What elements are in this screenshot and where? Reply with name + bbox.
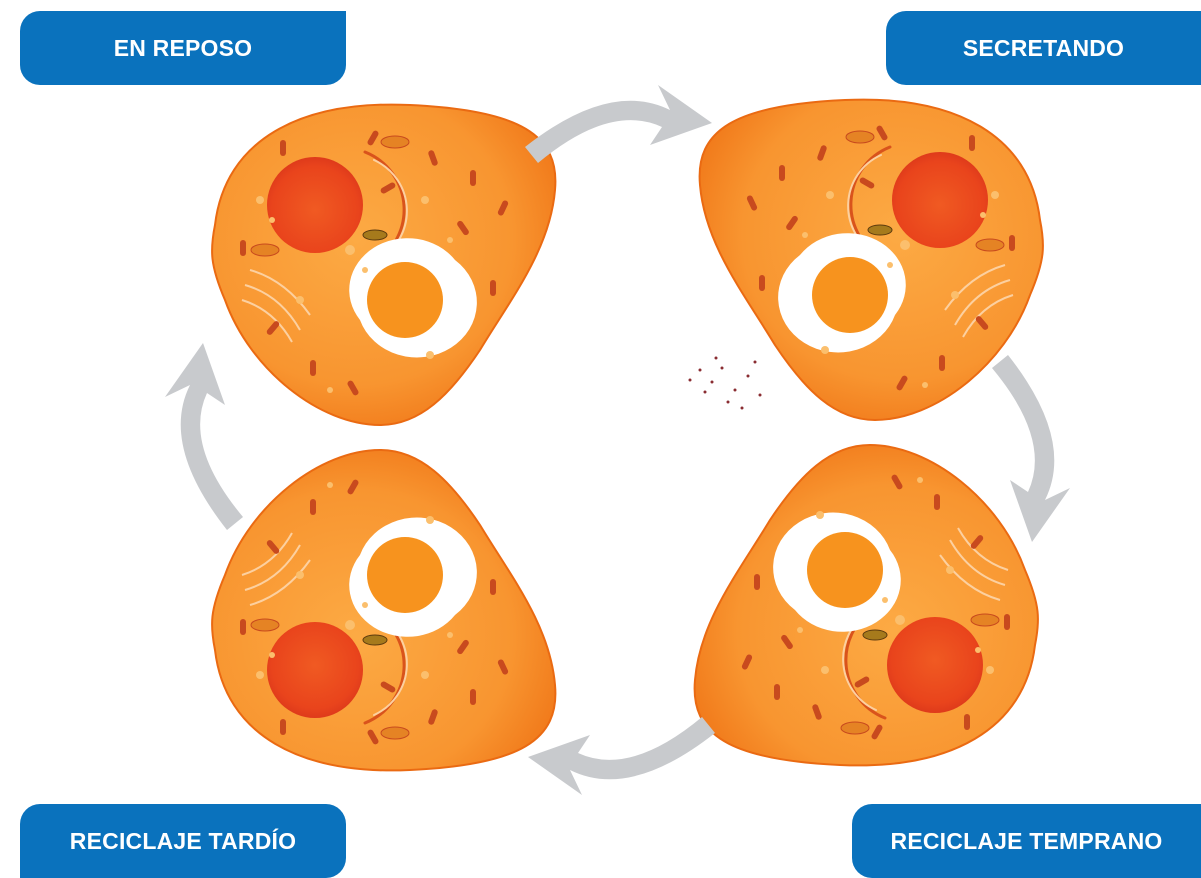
secretory-granules xyxy=(689,357,762,410)
cell-resting xyxy=(212,105,555,425)
label-en-reposo: EN REPOSO xyxy=(20,11,346,85)
arrow-early-recycling-to-late-recycling xyxy=(528,717,715,795)
arrow-late-recycling-to-resting xyxy=(165,343,243,530)
cell-secreting xyxy=(689,100,1043,420)
label-reciclaje-tardio: RECICLAJE TARDÍO xyxy=(20,804,346,878)
cell-late-recycling xyxy=(212,450,555,770)
arrow-resting-to-secreting xyxy=(525,85,712,163)
cell-early-recycling xyxy=(695,445,1038,765)
label-secretando: SECRETANDO xyxy=(886,11,1201,85)
arrow-secreting-to-early-recycling xyxy=(992,355,1070,542)
label-reciclaje-temprano: RECICLAJE TEMPRANO xyxy=(852,804,1201,878)
